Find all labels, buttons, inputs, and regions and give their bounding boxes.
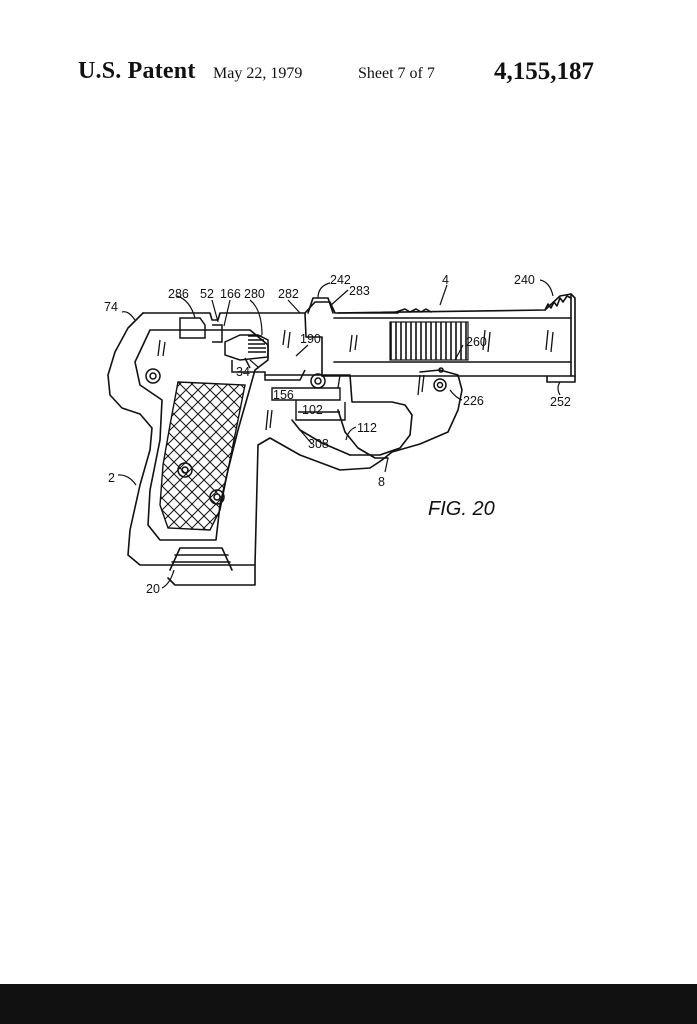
ref-4: 4 <box>442 273 449 287</box>
ref-102: 102 <box>302 403 323 417</box>
ref-2: 2 <box>108 471 115 485</box>
patent-number: 4,155,187 <box>494 58 594 85</box>
ref-308: 308 <box>308 437 329 451</box>
ref-34: 34 <box>236 365 250 379</box>
ref-283: 283 <box>349 284 370 298</box>
trigger-guard <box>264 374 413 459</box>
slide-serrations <box>389 321 469 361</box>
ref-166: 166 <box>220 287 241 301</box>
ref-52: 52 <box>200 287 214 301</box>
ref-20: 20 <box>146 582 160 596</box>
ref-74: 74 <box>104 300 118 314</box>
ref-242: 242 <box>330 273 351 287</box>
ref-286: 286 <box>168 287 189 301</box>
ref-190: 190 <box>300 332 321 346</box>
ref-282: 282 <box>278 287 299 301</box>
grip-checkering <box>159 381 246 531</box>
slide-stop <box>271 387 346 421</box>
ref-112: 112 <box>357 421 377 435</box>
ref-260: 260 <box>466 335 487 349</box>
shading-marks <box>157 329 554 431</box>
ref-226: 226 <box>463 394 484 408</box>
front-sight-serration <box>544 295 572 311</box>
patent-date: May 22, 1979 <box>213 65 303 82</box>
patent-label: U.S. Patent <box>78 58 196 84</box>
scan-edge-bar <box>0 984 697 1024</box>
muzzle <box>546 293 576 383</box>
ref-280: 280 <box>244 287 265 301</box>
figure-caption: FIG. 20 <box>428 498 495 520</box>
ref-240: 240 <box>514 273 535 287</box>
frame-outline <box>107 312 463 586</box>
ref-252: 252 <box>550 395 571 409</box>
leader-lines <box>117 279 561 589</box>
sheet-number: Sheet 7 of 7 <box>358 65 435 82</box>
slide-outline <box>142 293 572 377</box>
hammer-assembly <box>179 317 306 381</box>
ref-156: 156 <box>273 388 294 402</box>
ref-8: 8 <box>378 475 385 489</box>
